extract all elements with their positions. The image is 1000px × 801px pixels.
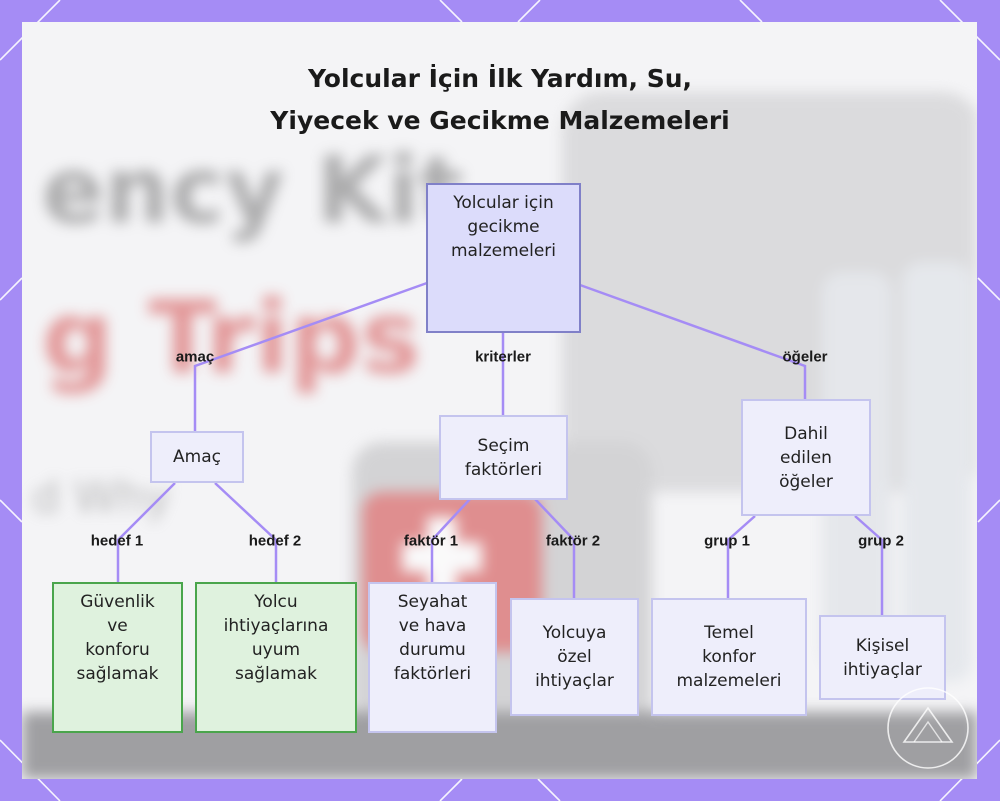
node-seyahat-line: ve hava xyxy=(398,616,467,636)
edge-hedef2 xyxy=(214,482,278,582)
edge-faktor2 xyxy=(534,498,576,598)
node-guvenlik-line: konforu xyxy=(85,640,150,660)
node-secim-line: faktörleri xyxy=(464,459,543,480)
node-kisisel-line: Kişisel xyxy=(855,635,910,656)
background-text-3: d Why xyxy=(32,472,171,523)
edge-label-ogeler: öğeler xyxy=(782,348,828,366)
node-amac[interactable]: Amaç xyxy=(150,431,244,483)
edge-grup1 xyxy=(726,515,756,598)
node-yolcu-line: sağlamak xyxy=(234,664,317,684)
node-temel-konfor[interactable]: Temel konfor malzemeleri xyxy=(651,598,807,716)
node-yolcu-line: Yolcu xyxy=(254,592,298,612)
edge-label-kriterler: kriterler xyxy=(475,348,531,366)
title-line-2: Yiyecek ve Gecikme Malzemeleri xyxy=(270,106,730,135)
node-guvenlik-line: ve xyxy=(107,616,128,636)
node-root-line: Yolcular için xyxy=(453,193,554,213)
node-temel-line: malzemeleri xyxy=(676,671,782,691)
node-root-line: gecikme xyxy=(467,217,540,237)
node-root[interactable]: Yolcular için gecikme malzemeleri xyxy=(426,183,581,333)
node-dahil-line: edilen xyxy=(780,447,832,468)
edge-label-hedef1: hedef 1 xyxy=(90,532,144,550)
node-yolcu-ihtiyaclarina[interactable]: Yolcu ihtiyaçlarına uyum sağlamak xyxy=(195,582,357,733)
node-seyahat-line: Seyahat xyxy=(397,592,468,612)
node-kisisel[interactable]: Kişisel ihtiyaçlar xyxy=(819,615,946,700)
node-temel-line: Temel xyxy=(704,623,754,643)
edge-label-faktor1: faktör 1 xyxy=(403,532,459,550)
edge-hedef1 xyxy=(116,482,176,582)
node-secim-line: Seçim xyxy=(477,435,530,456)
edge-amac xyxy=(193,281,428,432)
node-dahil-edilen-ogeler[interactable]: Dahil edilen öğeler xyxy=(741,399,871,516)
title-line-1: Yolcular İçin İlk Yardım, Su, xyxy=(307,64,693,93)
node-yolcu-line: ihtiyaçlarına xyxy=(223,616,329,636)
node-guvenlik[interactable]: Güvenlik ve konforu sağlamak xyxy=(52,582,183,733)
node-kisisel-line: ihtiyaçlar xyxy=(843,659,922,680)
watermark-logo-icon xyxy=(887,687,969,769)
background-text-2: g Trips xyxy=(42,279,420,396)
node-seyahat-line: faktörleri xyxy=(393,664,472,684)
node-yolcuya-line: Yolcuya xyxy=(542,623,607,643)
edge-label-grup2: grup 2 xyxy=(858,532,904,550)
node-root-line: malzemeleri xyxy=(451,241,556,261)
node-temel-line: konfor xyxy=(702,647,756,667)
edge-label-hedef2: hedef 2 xyxy=(248,532,302,550)
diagram-title: Yolcular İçin İlk Yardım, Su, Yiyecek ve… xyxy=(0,58,1000,142)
node-yolcu-line: uyum xyxy=(251,640,301,660)
node-yolcuya-ozel[interactable]: Yolcuya özel ihtiyaçlar xyxy=(510,598,639,716)
node-secim-faktorleri[interactable]: Seçim faktörleri xyxy=(439,415,568,500)
background-text-1: ency Kit xyxy=(42,137,463,244)
node-yolcuya-line: ihtiyaçlar xyxy=(535,671,614,691)
node-guvenlik-line: Güvenlik xyxy=(80,592,155,612)
node-amac-line: Amaç xyxy=(173,447,221,467)
node-seyahat-line: durumu xyxy=(399,640,466,660)
edge-label-amac: amaç xyxy=(175,348,215,366)
edge-grup2 xyxy=(854,515,884,616)
edge-faktor1 xyxy=(430,498,471,582)
edge-label-grup1: grup 1 xyxy=(704,532,750,550)
edge-label-faktor2: faktör 2 xyxy=(545,532,601,550)
node-yolcuya-line: özel xyxy=(557,647,592,667)
node-dahil-line: Dahil xyxy=(784,423,828,444)
edge-ogeler xyxy=(579,283,807,400)
node-seyahat[interactable]: Seyahat ve hava durumu faktörleri xyxy=(368,582,497,733)
node-dahil-line: öğeler xyxy=(779,471,833,492)
node-guvenlik-line: sağlamak xyxy=(76,664,159,684)
